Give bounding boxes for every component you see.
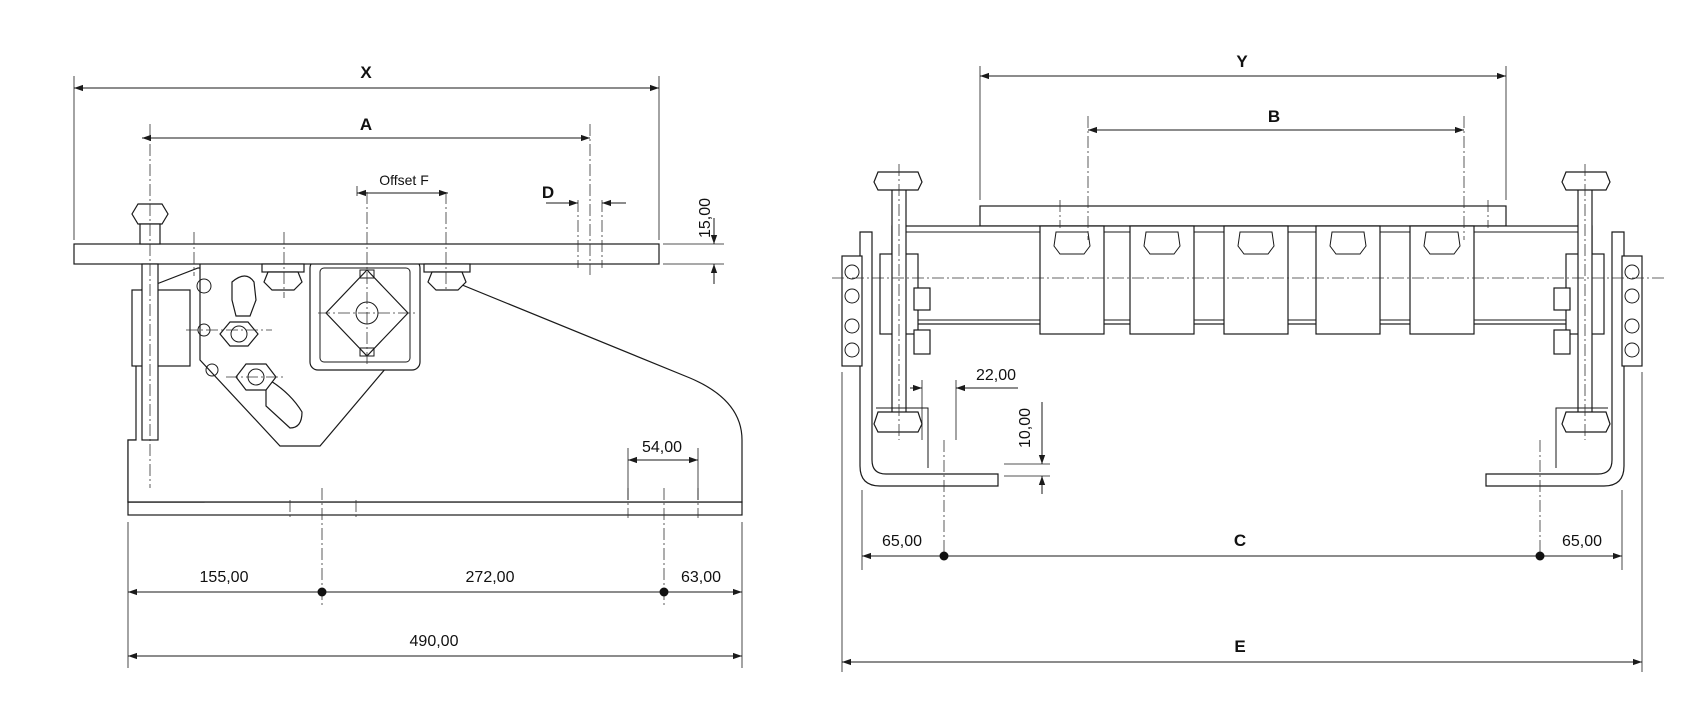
clamp-nut-3 xyxy=(1237,231,1275,255)
front-top-plate xyxy=(979,205,1507,227)
pivot-hole-low xyxy=(205,363,219,377)
left-block-nut-1 xyxy=(913,287,931,311)
left-pad-bolt-2 xyxy=(844,288,860,304)
left-foot-inner xyxy=(876,407,929,468)
left-bracket xyxy=(859,231,999,487)
front-view: Y B 22,00 10,00 65,00 C 65,00 E xyxy=(832,52,1666,672)
right-pad-bolt-1 xyxy=(1624,264,1640,280)
slotted-link xyxy=(231,275,257,317)
clamp-nut-5 xyxy=(1423,231,1461,255)
lower-slot xyxy=(265,376,303,429)
right-bracket xyxy=(1485,231,1625,487)
base-plate xyxy=(127,501,743,516)
offset-f-label: Offset F xyxy=(379,172,429,188)
clamp-block-2 xyxy=(1129,225,1195,335)
right-pad-bolt-4 xyxy=(1624,342,1640,358)
top-plate xyxy=(73,243,660,265)
right-foot-inner xyxy=(1555,407,1608,468)
rail-block xyxy=(131,289,191,367)
c-dot-left xyxy=(939,551,949,561)
left-pad-bolt-1 xyxy=(844,264,860,280)
square-tube-inner xyxy=(319,267,411,363)
clamp-block-4 xyxy=(1315,225,1381,335)
nut-left xyxy=(261,263,305,273)
dim-d-label: D xyxy=(542,183,554,202)
base-right-label: 63,00 xyxy=(681,569,721,586)
clamp-block-3 xyxy=(1223,225,1289,335)
right-bracket-pad xyxy=(1621,255,1643,367)
dim-x-label: X xyxy=(360,63,372,82)
base-dot-left xyxy=(317,587,327,597)
clamp-nut-2 xyxy=(1143,231,1181,255)
left-edge-label: 65,00 xyxy=(882,533,922,550)
right-pad-bolt-2 xyxy=(1624,288,1640,304)
adjust-nut-upper xyxy=(219,321,259,347)
right-block-nut-2 xyxy=(1553,329,1571,355)
right-pad-bolt-3 xyxy=(1624,318,1640,334)
base-dot-right xyxy=(659,587,669,597)
left-bracket-pad xyxy=(841,255,863,367)
left-rod-nut xyxy=(873,411,923,433)
side-view: X A Offset F D 15,00 54,00 155,00 272,00 xyxy=(73,63,743,668)
right-rod-nut xyxy=(1561,411,1611,433)
bracket-offset-label: 22,00 xyxy=(976,367,1016,384)
left-pad-bolt-3 xyxy=(844,318,860,334)
dim-c-label: C xyxy=(1234,531,1246,550)
clamp-block-1 xyxy=(1039,225,1105,335)
left-block-nut-2 xyxy=(913,329,931,355)
adjust-nut-upper-ring xyxy=(230,325,248,343)
base-mid-label: 272,00 xyxy=(466,569,515,586)
foot-thickness-label: 10,00 xyxy=(1017,408,1034,448)
pivot-hole-top xyxy=(196,278,212,294)
nut-right xyxy=(423,263,471,273)
right-edge-label: 65,00 xyxy=(1562,533,1602,550)
c-dot-right xyxy=(1535,551,1545,561)
nut-right-hex xyxy=(427,271,467,291)
left-rod-head xyxy=(873,171,923,191)
base-total-label: 490,00 xyxy=(410,633,459,650)
base-left-label: 155,00 xyxy=(200,569,249,586)
dim-e-label: E xyxy=(1234,637,1245,656)
right-block-nut-1 xyxy=(1553,287,1571,311)
dim-y-label: Y xyxy=(1236,52,1248,71)
clamp-blocks xyxy=(1039,225,1475,335)
dim-a-label: A xyxy=(360,115,372,134)
dim-b-label: B xyxy=(1268,107,1280,126)
plate-thickness-label: 15,00 xyxy=(697,198,714,238)
nut-left-hex xyxy=(263,271,303,291)
clamp-nut-4 xyxy=(1329,231,1367,255)
slot-width-label: 54,00 xyxy=(642,439,682,456)
right-rod-head xyxy=(1561,171,1611,191)
left-pad-bolt-4 xyxy=(844,342,860,358)
clamp-block-5 xyxy=(1409,225,1475,335)
